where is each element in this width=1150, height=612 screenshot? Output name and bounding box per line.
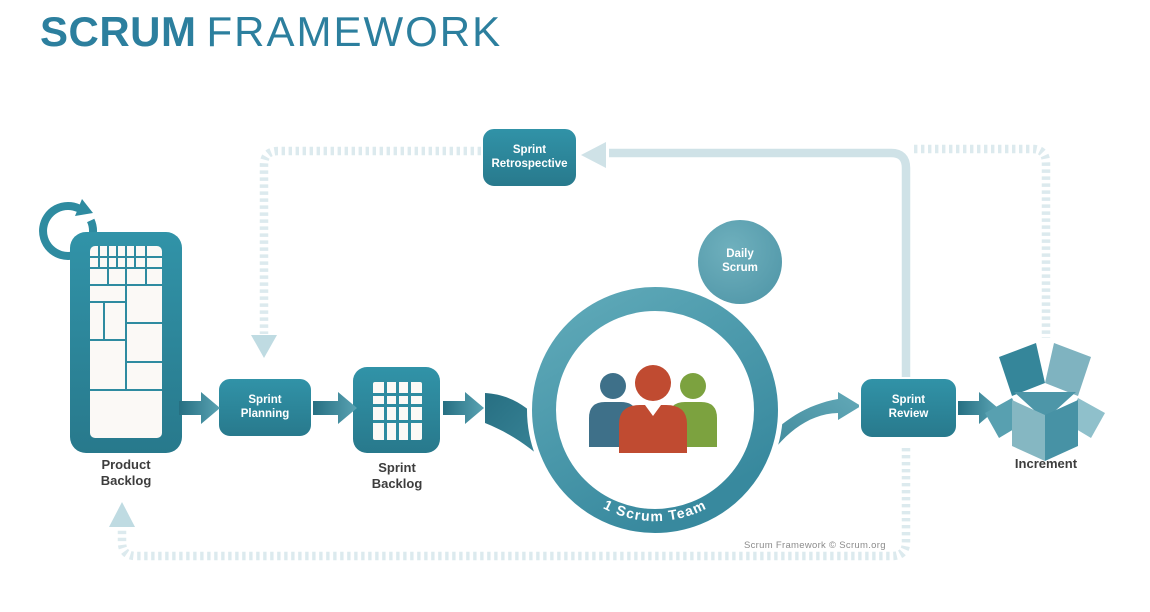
loop-review-to-product-backlog-line	[117, 448, 911, 561]
sprint-review-box	[859, 377, 958, 439]
sprint-retrospective-box	[481, 127, 578, 188]
arrow-product-backlog-to-planning	[179, 392, 220, 424]
sprint-backlog-box	[353, 367, 440, 453]
increment-open-box-icon	[985, 343, 1105, 461]
product-backlog-treemap-icon	[90, 246, 162, 391]
title-framework: FRAMEWORK	[206, 8, 503, 55]
sprint-planning-box	[217, 377, 313, 438]
sprint-backlog-grid-icon	[373, 382, 422, 440]
increment-label: Increment	[1014, 456, 1078, 471]
product-backlog-label: Product Backlog	[100, 457, 152, 489]
product-backlog-box	[70, 232, 182, 453]
loop-review-to-retrospective-line	[609, 148, 911, 377]
scrum-team-ring	[527, 282, 783, 538]
loop-retrospective-to-planning-line	[259, 146, 481, 334]
arrow-planning-to-sprint-backlog	[313, 392, 357, 424]
title-scrum: SCRUM	[40, 8, 197, 55]
loop-dashed-to-increment-line	[914, 144, 1051, 338]
sprint-backlog-label-wrap: Sprint Backlog	[337, 460, 457, 493]
team-icon	[589, 365, 717, 453]
person-red-icon	[619, 365, 687, 453]
arrow-sprint-backlog-to-team	[443, 392, 484, 424]
copyright-credit: Scrum Framework © Scrum.org	[744, 540, 886, 551]
increment-label-wrap: Increment	[986, 456, 1106, 472]
sprint-backlog-label: Sprint Backlog	[371, 460, 423, 492]
product-backlog-label-wrap: Product Backlog	[66, 457, 186, 490]
feedback-loops	[109, 142, 1051, 561]
daily-scrum-circle	[698, 220, 782, 304]
retrospective-arrowhead-icon	[581, 142, 606, 168]
planning-arrowhead-icon	[251, 335, 277, 358]
product-backlog-arrowhead-icon	[109, 502, 135, 527]
